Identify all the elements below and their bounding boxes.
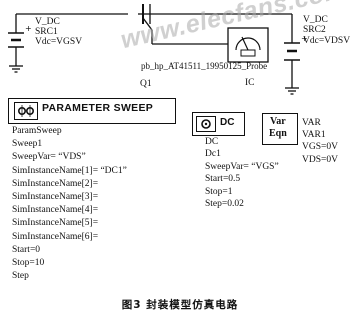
parameter-sweep-block[interactable]: PARAMETER SWEEP — [8, 98, 176, 124]
ps-param-line: Start=0 — [12, 244, 41, 255]
ps-param-line: SweepVar= “VDS” — [12, 152, 86, 163]
sweep-gear-icon — [14, 102, 38, 120]
current-probe-icon — [227, 27, 269, 63]
src1-battery-icon: + — [8, 24, 32, 48]
dc-simulation-block[interactable]: DC — [192, 112, 245, 136]
figure-caption: 图3 封装模型仿真电路 — [121, 299, 239, 311]
ps-param-line: Sweep1 — [12, 139, 43, 150]
var-param-line: VGS=0V — [302, 142, 338, 153]
probe-id: IC — [245, 78, 255, 88]
dc-param-line: Dc1 — [205, 149, 221, 160]
dc-param-line: Start=0.5 — [205, 174, 241, 185]
svg-text:+: + — [301, 34, 308, 43]
transistor-id: Q1 — [140, 79, 152, 89]
var-param-line: VAR1 — [302, 130, 326, 141]
src2-param: Vdc=VDSV — [303, 36, 351, 46]
var-param-line: VDS=0V — [302, 154, 338, 165]
var-param-line: VAR — [302, 118, 321, 128]
dc-param-line: DC — [205, 137, 219, 147]
src1-param: Vdc=VGSV — [35, 37, 83, 47]
src2-id: SRC2 — [303, 25, 326, 35]
ps-param-line: SimInstanceName[2]= — [12, 178, 99, 189]
var-icon-bottom: Eqn — [269, 128, 287, 139]
ps-param-line: SimInstanceName[5]= — [12, 218, 99, 229]
src2-name: V_DC — [303, 15, 328, 25]
src1-name: V_DC — [35, 17, 60, 27]
dc-param-line: Stop=1 — [205, 186, 233, 197]
dc-param-line: SweepVar= “VGS” — [205, 161, 279, 172]
dc-block-title: DC — [220, 117, 235, 128]
var-eqn-block[interactable]: Var Eqn — [262, 113, 298, 145]
src2-battery-icon: + — [284, 34, 308, 61]
ps-param-line: ParamSweep — [12, 126, 62, 136]
ps-param-line: Stop=10 — [12, 258, 45, 268]
ps-param-line: SimInstanceName[6]= — [12, 231, 99, 242]
ps-param-line: Step — [12, 271, 29, 282]
ps-param-line: SimInstanceName[4]= — [12, 205, 99, 216]
parameter-sweep-title: PARAMETER SWEEP — [42, 102, 154, 114]
dc-gear-icon — [196, 116, 216, 132]
transistor-model: pb_hp_AT41511_19950125_Probe — [141, 61, 268, 71]
var-icon-top: Var — [270, 116, 286, 127]
src1-id: SRC1 — [35, 27, 58, 37]
ps-param-line: SimInstanceName[3]= — [12, 192, 99, 202]
dc-param-line: Step=0.02 — [205, 199, 244, 209]
svg-text:+: + — [25, 24, 32, 33]
ground-icon — [9, 65, 23, 73]
ps-param-line: SimInstanceName[1]= “DC1” — [12, 165, 127, 176]
